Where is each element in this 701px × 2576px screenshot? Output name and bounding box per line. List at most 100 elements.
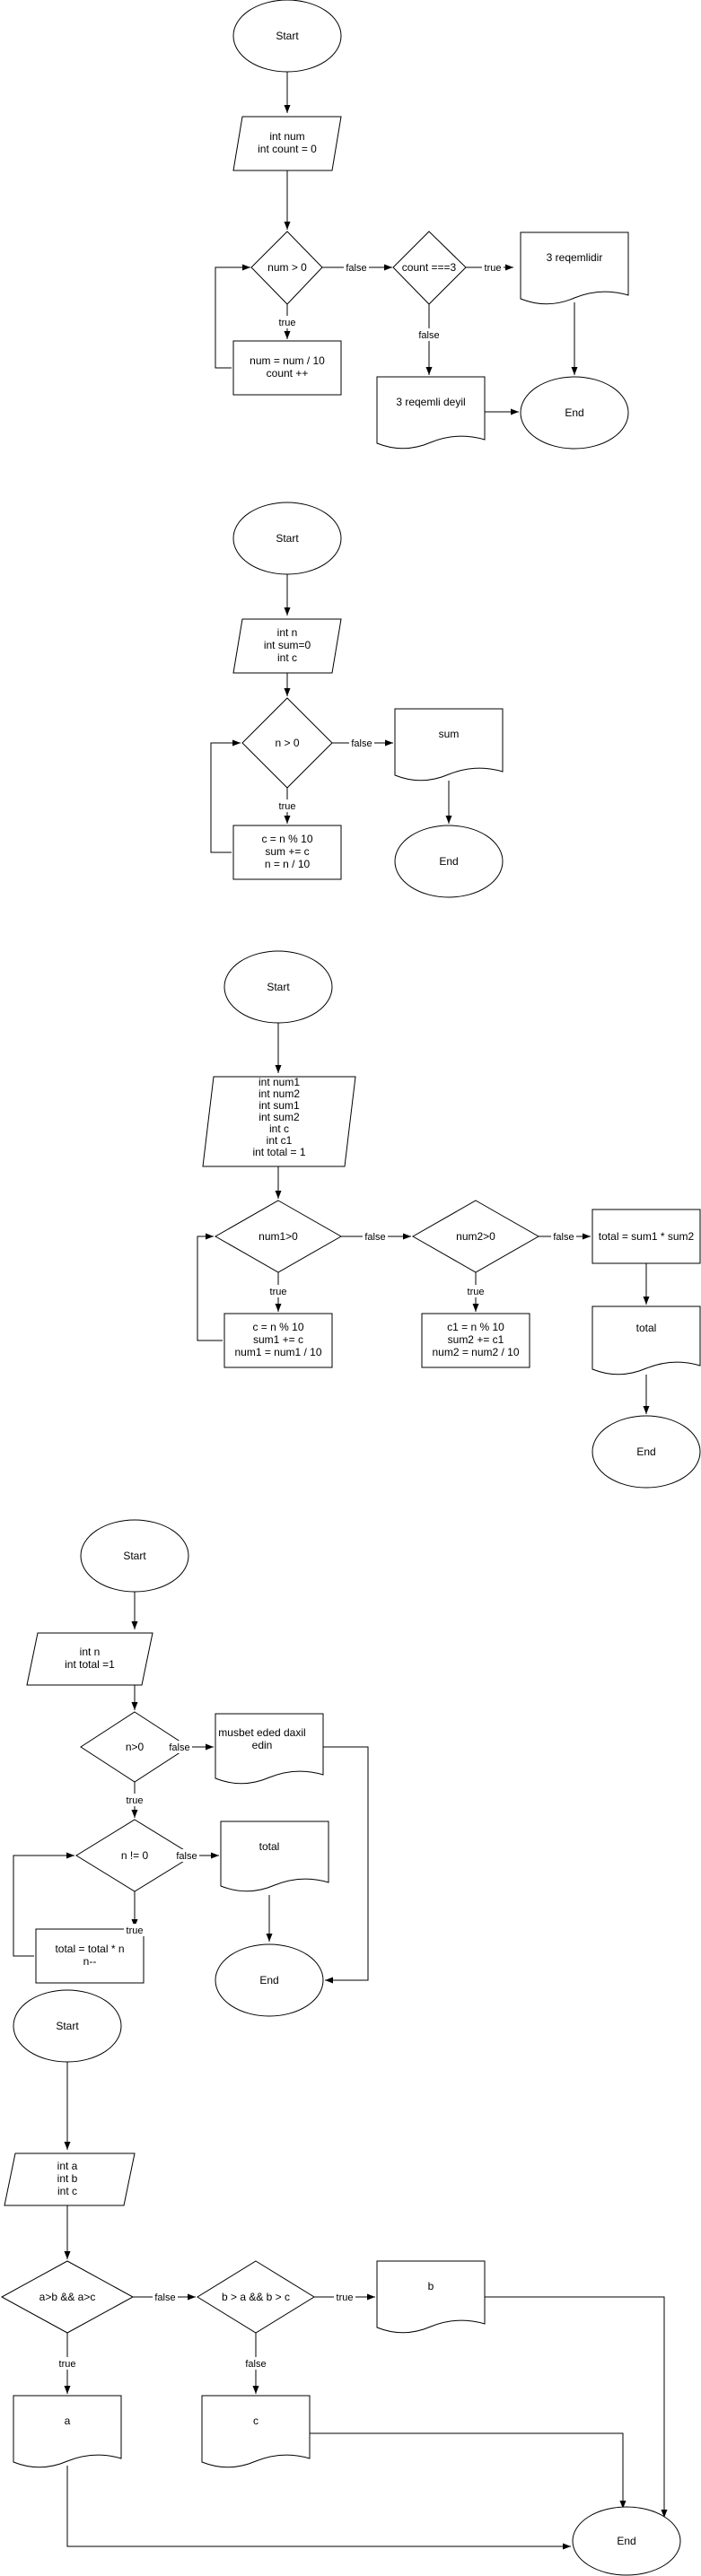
process-node [232, 825, 342, 880]
output-document [376, 2260, 486, 2334]
input-line: int c [277, 651, 297, 664]
flowchart-5: Start int a int b int c a>b && a>c b > a… [0, 1989, 681, 2576]
end-label: End [259, 1974, 278, 1987]
start-label: Start [56, 2020, 79, 2032]
start-node [232, 502, 342, 575]
input-line: int sum2 [258, 1111, 300, 1123]
decision-node [197, 2260, 315, 2334]
edge-label-true: true [127, 1795, 144, 1806]
input-line: int n [80, 1646, 101, 1658]
output-document [591, 1305, 701, 1375]
edge-label-bg [349, 737, 374, 749]
process-line: c1 = n % 10 [447, 1321, 504, 1333]
start-label: Start [123, 1550, 146, 1562]
end-label: End [565, 406, 583, 419]
input-line: int a [57, 2160, 78, 2172]
edge-label-true: true [337, 2292, 354, 2303]
edge-label-true: true [468, 1287, 485, 1297]
input-node [202, 1076, 356, 1167]
flowchart-2: Start int n int sum=0 int c n > 0 sum c … [210, 502, 504, 898]
edge-label-bg [167, 1741, 192, 1753]
edge-label-bg [153, 2291, 178, 2303]
decision-node [214, 1200, 343, 1273]
edge [485, 2296, 668, 2518]
edge-label-bg [334, 2291, 355, 2303]
input-node [26, 1632, 153, 1686]
start-label: Start [276, 532, 299, 545]
end-node [572, 2506, 681, 2576]
process-node [232, 340, 342, 396]
output-document [520, 231, 629, 305]
decision-label: count ===3 [402, 261, 457, 274]
edge [310, 2432, 627, 2509]
output-label: c [253, 2414, 258, 2427]
end-label: End [617, 2535, 635, 2547]
edge-label-false: false [346, 263, 366, 274]
process-node [35, 1928, 145, 1984]
edge-label-true: true [270, 1287, 287, 1297]
input-line: int c [57, 2185, 77, 2197]
process-line: sum += c [265, 845, 309, 858]
flowchart-3: Start int num1 int num2 int sum1 int sum… [197, 950, 701, 1489]
decision-node [392, 231, 467, 305]
decision-node [0, 2260, 135, 2334]
edge-label-bg [344, 261, 369, 274]
process-line: c = n % 10 [261, 833, 312, 845]
input-line: int num [269, 130, 304, 143]
start-node [232, 0, 342, 73]
start-label: Start [276, 30, 299, 42]
input-line: int total = 1 [252, 1146, 305, 1158]
edge [66, 2466, 571, 2550]
flowchart-4: Start int n int total =1 n>0 musbet eded… [13, 1519, 369, 2017]
decision-label: b > a && b > c [222, 2291, 290, 2303]
decision-label: num1>0 [258, 1230, 298, 1243]
start-node [223, 950, 333, 1024]
decision-label: n != 0 [121, 1849, 149, 1862]
output-label: 3 reqemlidir [547, 251, 603, 264]
decision-label: a>b && a>c [39, 2291, 96, 2303]
edge-label-bg [465, 1285, 486, 1297]
end-node [591, 1415, 701, 1489]
decision-label: n > 0 [275, 737, 299, 749]
process-line: num2 = num2 / 10 [432, 1346, 519, 1358]
edge-label-false: false [245, 2359, 266, 2370]
input-line: int n [277, 626, 298, 639]
process-node [421, 1313, 530, 1368]
decision-node [80, 1711, 189, 1783]
input-line: int count = 0 [258, 143, 317, 155]
end-label: End [636, 1445, 655, 1458]
process-line: count ++ [267, 367, 309, 380]
process-line: total = total * n [55, 1943, 124, 1955]
end-node [394, 825, 504, 898]
decision-node [250, 231, 323, 305]
input-line: int num1 [258, 1076, 300, 1088]
output-document [215, 1713, 324, 1785]
decision-label: n>0 [126, 1741, 145, 1753]
input-line: int sum=0 [264, 639, 311, 651]
process-line: num1 = num1 / 10 [234, 1346, 321, 1358]
edge-label-bg [551, 1230, 576, 1243]
edge-label-true: true [485, 263, 502, 274]
input-line: int c [269, 1122, 289, 1135]
input-line: int c1 [267, 1134, 293, 1147]
output-document [201, 2395, 311, 2468]
edge-label-bg [276, 316, 298, 328]
edge [215, 264, 250, 369]
edge-label-bg [124, 1794, 145, 1806]
edge-label-false: false [154, 2292, 175, 2303]
edge-label-true: true [279, 318, 296, 328]
input-line: int total =1 [65, 1658, 115, 1671]
edge-label-true: true [59, 2359, 76, 2370]
decision-label: num > 0 [267, 261, 307, 274]
edge-label-bg [363, 1230, 388, 1243]
edge [197, 1233, 223, 1341]
input-line: int sum1 [258, 1099, 300, 1112]
start-node [80, 1519, 189, 1593]
output-document [394, 708, 504, 782]
edge-label-bg [174, 1849, 199, 1862]
process-line: sum1 += c [253, 1333, 303, 1346]
decision-node [411, 1200, 540, 1273]
input-node [232, 618, 342, 674]
end-node [520, 376, 629, 450]
